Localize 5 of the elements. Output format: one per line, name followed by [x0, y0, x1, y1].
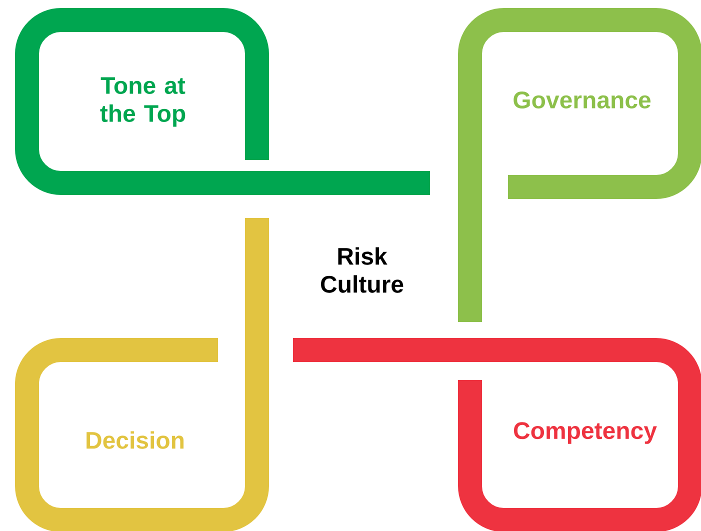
center-label: Risk Culture: [321, 247, 404, 293]
frame-box: Tone at the Top: [15, 8, 430, 195]
frame-box: Decision: [15, 218, 269, 531]
frame-box: Competency: [293, 338, 701, 531]
frame-box: Governance: [458, 8, 701, 322]
